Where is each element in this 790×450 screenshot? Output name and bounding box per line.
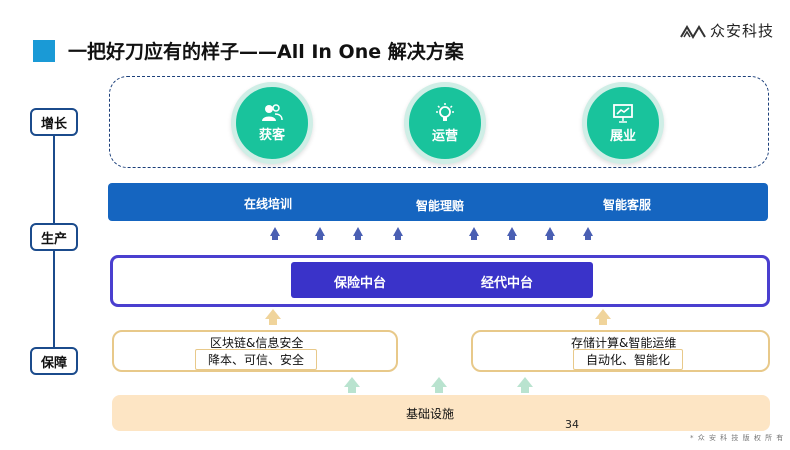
growth-item-label: 获客 [258, 127, 285, 143]
up-arrow-icon [393, 227, 403, 240]
growth-item-operation: 运营 [404, 82, 486, 164]
presentation-chart-icon [613, 103, 633, 123]
support-left-subtitle: 降本、可信、安全 [195, 349, 318, 370]
logo-text: 众安科技 [710, 21, 775, 40]
growth-item-business: 展业 [582, 82, 664, 164]
growth-area [109, 76, 769, 168]
up-arrow-icon [265, 309, 281, 325]
band-item-smart-claims: 智能理赔 [416, 199, 465, 213]
up-arrow-icon [344, 377, 360, 393]
platform-item-brokerage: 经代中台 [481, 276, 534, 291]
infrastructure-bar [112, 395, 770, 431]
up-arrow-icon [507, 227, 517, 240]
users-icon [262, 103, 283, 121]
support-left-title: 区块链&信息安全 [210, 336, 304, 350]
upward-arrows-support [265, 309, 611, 325]
upward-arrows-base [344, 377, 533, 393]
growth-item-acquisition: 获客 [231, 82, 313, 164]
up-arrow-icon [595, 309, 611, 325]
up-arrow-icon [545, 227, 555, 240]
band-item-smart-service: 智能客服 [603, 198, 652, 212]
application-band [108, 183, 768, 221]
page-number: 34 [565, 418, 579, 431]
support-right-title: 存储计算&智能运维 [571, 336, 677, 350]
growth-item-label: 运营 [431, 128, 458, 144]
infrastructure-label: 基础设施 [406, 407, 455, 421]
copyright-text: * 众 安 科 技 版 权 所 有 [690, 434, 785, 442]
up-arrow-icon [517, 377, 533, 393]
platform-item-insurance: 保险中台 [334, 276, 387, 291]
middle-platform [291, 262, 593, 298]
up-arrow-icon [583, 227, 593, 240]
up-arrow-icon [469, 227, 479, 240]
lightbulb-icon [436, 102, 454, 121]
up-arrow-icon [431, 377, 447, 393]
band-item-online-training: 在线培训 [244, 197, 293, 211]
page-title: 一把好刀应有的样子——All In One 解决方案 [68, 41, 464, 63]
up-arrow-icon [270, 227, 280, 240]
support-right-subtitle: 自动化、智能化 [573, 349, 684, 370]
title-accent-square [33, 40, 55, 62]
up-arrow-icon [353, 227, 363, 240]
company-logo: 众安科技 [680, 18, 774, 42]
upward-arrows-production [270, 227, 593, 240]
rail-label-production: 生产 [30, 223, 78, 251]
growth-item-label: 展业 [609, 128, 636, 144]
up-arrow-icon [315, 227, 325, 240]
rail-label-growth: 增长 [30, 108, 78, 136]
logo-mark-icon [680, 25, 706, 39]
rail-label-assurance: 保障 [30, 347, 78, 375]
